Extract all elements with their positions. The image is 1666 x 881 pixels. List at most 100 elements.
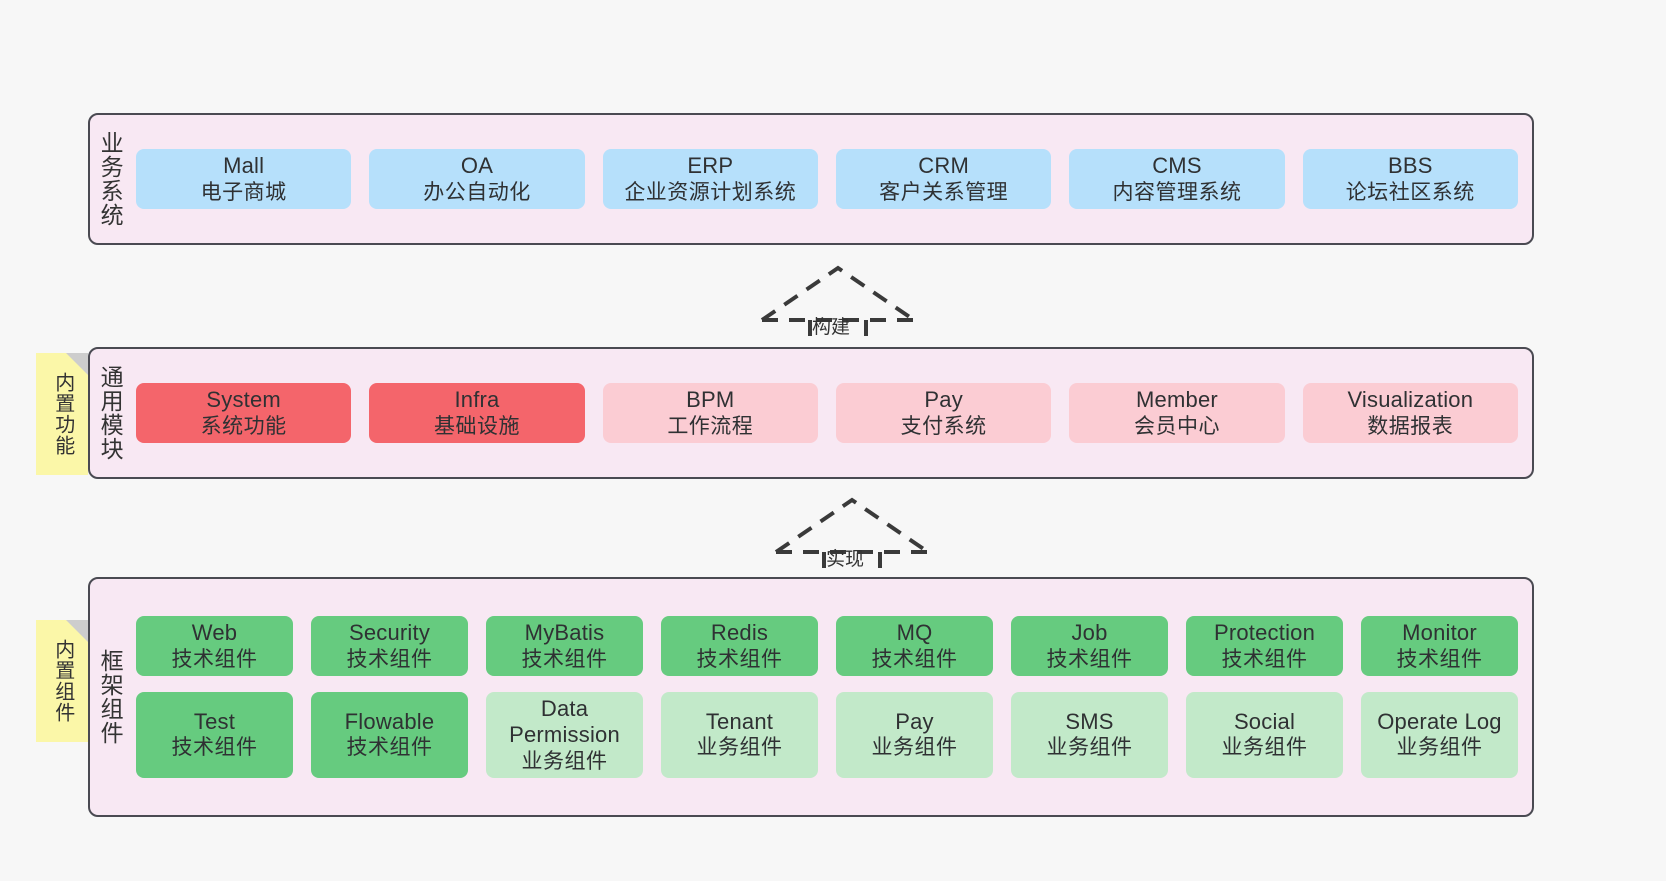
tile-subtitle: 技术组件 (1221, 647, 1308, 671)
tile-security[interactable]: Security 技术组件 (311, 616, 468, 676)
sticky-note-builtin-features: 内置功能 (36, 353, 88, 475)
tile-tenant[interactable]: Tenant 业务组件 (661, 691, 818, 778)
tile-subtitle: 技术组件 (171, 647, 258, 671)
tile-web[interactable]: Web 技术组件 (136, 616, 293, 676)
layer-common-module: 通用模块 System 系统功能 Infra 基础设施 BPM 工作流程 Pay… (88, 347, 1534, 479)
tile-member[interactable]: Member 会员中心 (1069, 383, 1285, 443)
layer-framework-component: 框架组件 Web 技术组件 Security 技术组件 MyBatis 技术组件… (88, 577, 1534, 817)
tile-bpm[interactable]: BPM 工作流程 (602, 383, 818, 443)
note-fold-corner-icon (66, 353, 88, 375)
tile-infra[interactable]: Infra 基础设施 (369, 383, 585, 443)
tile-row: Mall 电子商城 OA 办公自动化 ERP 企业资源计划系统 CRM 客户关系… (136, 149, 1518, 209)
tile-system[interactable]: System 系统功能 (136, 383, 352, 443)
tile-subtitle: 论坛社区系统 (1345, 180, 1475, 204)
note-label: 内置组件 (51, 639, 74, 723)
tile-monitor[interactable]: Monitor 技术组件 (1361, 616, 1518, 676)
tile-title: Infra (454, 387, 500, 413)
tile-subtitle: 技术组件 (871, 647, 958, 671)
tile-title: Flowable (344, 708, 435, 734)
tile-subtitle: 业务组件 (1221, 736, 1308, 760)
layer-body-common: System 系统功能 Infra 基础设施 BPM 工作流程 Pay 支付系统… (130, 349, 1532, 477)
tile-mybatis[interactable]: MyBatis 技术组件 (486, 616, 643, 676)
layer-title-framework: 框架组件 (97, 649, 124, 745)
tile-subtitle: 企业资源计划系统 (624, 180, 797, 204)
tile-title: Redis (710, 620, 769, 646)
tile-subtitle: 工作流程 (667, 414, 754, 438)
tile-subtitle: 业务组件 (871, 736, 958, 760)
layer-title-business: 业务系统 (97, 131, 124, 227)
tile-flowable[interactable]: Flowable 技术组件 (311, 691, 468, 778)
tile-test[interactable]: Test 技术组件 (136, 691, 293, 778)
connector-label-build: 构建 (812, 317, 851, 338)
tile-pay[interactable]: Pay 支付系统 (835, 383, 1052, 443)
tile-subtitle: 会员中心 (1133, 414, 1220, 438)
tile-title: MQ (896, 620, 933, 646)
tile-subtitle: 技术组件 (346, 736, 433, 760)
tile-subtitle: 内容管理系统 (1112, 180, 1242, 204)
tile-subtitle: 技术组件 (346, 647, 433, 671)
tile-subtitle: 业务组件 (696, 736, 783, 760)
tile-subtitle: 业务组件 (1046, 736, 1133, 760)
note-label: 内置功能 (51, 372, 74, 456)
tile-subtitle: 技术组件 (521, 647, 608, 671)
connector-label-implement: 实现 (826, 549, 865, 570)
tile-title: BPM (686, 387, 735, 413)
layer-title-common: 通用模块 (97, 365, 124, 461)
tile-mall[interactable]: Mall 电子商城 (136, 149, 352, 209)
tile-subtitle: 技术组件 (171, 736, 258, 760)
tile-title: BBS (1387, 153, 1433, 179)
tile-erp[interactable]: ERP 企业资源计划系统 (602, 149, 818, 209)
tile-data-permission[interactable]: Data Permission 业务组件 (486, 691, 643, 778)
tile-pay-component[interactable]: Pay 业务组件 (836, 691, 993, 778)
tile-title: Monitor (1402, 620, 1477, 646)
tile-title: Pay (924, 387, 963, 413)
connector-implement: 实现 (772, 494, 932, 584)
tile-subtitle: 系统功能 (200, 414, 287, 438)
tile-title: SMS (1065, 708, 1114, 734)
tile-subtitle: 客户关系管理 (879, 180, 1009, 204)
tile-title: CRM (918, 153, 969, 179)
tile-row: System 系统功能 Infra 基础设施 BPM 工作流程 Pay 支付系统… (136, 383, 1518, 443)
tile-title: Test (193, 708, 236, 734)
tile-row: Web 技术组件 Security 技术组件 MyBatis 技术组件 Redi… (136, 616, 1518, 676)
tile-subtitle: 业务组件 (1396, 736, 1483, 760)
tile-title: Security (348, 620, 431, 646)
tile-title: Visualization (1347, 387, 1474, 413)
tile-subtitle: 电子商城 (200, 180, 287, 204)
tile-subtitle: 数据报表 (1367, 414, 1454, 438)
tile-title: Data Permission (509, 695, 620, 748)
tile-operate-log[interactable]: Operate Log 业务组件 (1361, 691, 1518, 778)
tile-visualization[interactable]: Visualization 数据报表 (1302, 383, 1518, 443)
layer-business-system: 业务系统 Mall 电子商城 OA 办公自动化 ERP 企业资源计划系统 CRM… (88, 113, 1534, 245)
tile-title: Operate Log (1377, 708, 1502, 734)
tile-social[interactable]: Social 业务组件 (1186, 691, 1343, 778)
tile-title: Member (1136, 387, 1218, 413)
tile-title: Web (191, 620, 238, 646)
tile-title: ERP (687, 153, 734, 179)
connector-build: 构建 (758, 262, 918, 352)
tile-subtitle: 基础设施 (433, 414, 520, 438)
tile-title: Pay (895, 708, 934, 734)
tile-mq[interactable]: MQ 技术组件 (836, 616, 993, 676)
layer-body-business: Mall 电子商城 OA 办公自动化 ERP 企业资源计划系统 CRM 客户关系… (130, 115, 1532, 243)
tile-subtitle: 技术组件 (1396, 647, 1483, 671)
sticky-note-builtin-components: 内置组件 (36, 620, 88, 742)
tile-oa[interactable]: OA 办公自动化 (369, 149, 585, 209)
tile-subtitle: 技术组件 (1046, 647, 1133, 671)
tile-job[interactable]: Job 技术组件 (1011, 616, 1168, 676)
generalization-arrow-icon (760, 265, 916, 352)
tile-subtitle: 支付系统 (900, 414, 987, 438)
tile-protection[interactable]: Protection 技术组件 (1186, 616, 1343, 676)
tile-row: Test 技术组件 Flowable 技术组件 Data Permission … (136, 691, 1518, 778)
tile-bbs[interactable]: BBS 论坛社区系统 (1302, 149, 1518, 209)
tile-sms[interactable]: SMS 业务组件 (1011, 691, 1168, 778)
tile-title: Social (1233, 708, 1296, 734)
tile-redis[interactable]: Redis 技术组件 (661, 616, 818, 676)
tile-title: System (206, 387, 281, 413)
tile-crm[interactable]: CRM 客户关系管理 (835, 149, 1052, 209)
tile-cms[interactable]: CMS 内容管理系统 (1069, 149, 1285, 209)
tile-subtitle: 办公自动化 (423, 180, 531, 204)
tile-title: Job (1071, 620, 1108, 646)
generalization-arrow-icon (774, 497, 930, 584)
